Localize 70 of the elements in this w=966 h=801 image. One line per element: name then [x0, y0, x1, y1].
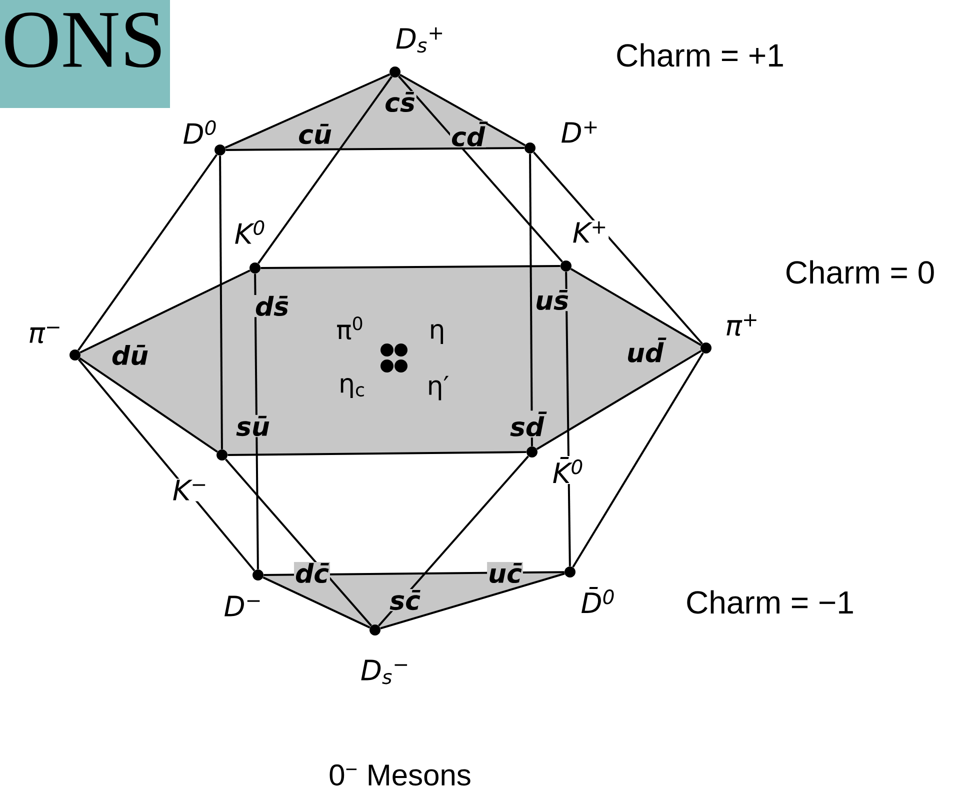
- edge-line: [570, 268, 702, 346]
- edge-line: [398, 76, 563, 262]
- edge-line: [380, 572, 565, 630]
- edge-line: [219, 156, 223, 450]
- quark-label: dc̄: [294, 562, 330, 584]
- edge-line: [260, 265, 560, 269]
- particle-label: η$_{c}$: [338, 377, 366, 399]
- vertex-dot: [250, 262, 260, 274]
- vertex-dot: [390, 66, 400, 78]
- particle-label: D$^{+}$: [560, 120, 600, 144]
- particle-label: π$^{+}$: [724, 313, 760, 337]
- edge-line: [78, 358, 256, 572]
- quark-label: us̄: [534, 288, 570, 312]
- quark-label: uc̄: [487, 562, 523, 584]
- edge-line: [80, 270, 250, 354]
- particle-label: D$_{s}$−: [359, 658, 411, 686]
- edge-line: [79, 357, 218, 453]
- particle-label: K̄$^{0}$: [551, 456, 585, 484]
- title-banner: ONS: [0, 0, 170, 108]
- vertex-dot: [700, 342, 712, 354]
- edge-line: [226, 147, 524, 151]
- edge-line: [77, 154, 218, 351]
- particle-label: η′: [426, 374, 450, 402]
- edge-line: [225, 458, 372, 626]
- quark-label: sū: [235, 414, 271, 438]
- edge-line: [258, 76, 392, 264]
- vertex-dot: [370, 624, 380, 636]
- quark-label: ud̄: [625, 336, 666, 364]
- charm-label: Charm = +1: [617, 43, 783, 67]
- particle-label: K$^{0}$: [233, 219, 267, 245]
- edge-line: [224, 73, 390, 149]
- vertex-dot: [564, 566, 576, 578]
- quark-label: sd̄: [508, 410, 547, 438]
- quark-label: sc̄: [388, 588, 422, 612]
- particle-label: K$^{−}$: [171, 478, 209, 502]
- vertex-dot: [394, 360, 408, 372]
- particle-label: π$^{−}$: [27, 326, 63, 344]
- quark-label: dū: [110, 344, 150, 366]
- vertex-dot: [526, 446, 538, 458]
- particle-label: η: [428, 323, 446, 345]
- vertex-dot: [380, 344, 394, 356]
- edge-line: [533, 152, 703, 344]
- vertex-dot: [524, 142, 536, 154]
- edge-line: [536, 350, 702, 450]
- vertex-dot: [216, 450, 228, 460]
- vertex-dot: [70, 350, 80, 360]
- particle-label: K$^{+}$: [571, 220, 609, 244]
- edge-line: [262, 576, 370, 628]
- particle-label: π$^{0}$: [335, 316, 365, 341]
- edge-line: [228, 451, 526, 456]
- charm-label: Charm = −1: [687, 590, 853, 614]
- vertex-dot: [560, 260, 572, 272]
- vertex-dot: [394, 344, 408, 356]
- quark-label: ds̄: [254, 294, 290, 318]
- vertex-dot: [252, 570, 264, 580]
- caption: 0$^{−}$ Mesons: [330, 764, 470, 786]
- vertex-dot: [380, 360, 394, 372]
- particle-label: D$_{s}$+: [394, 26, 446, 54]
- particle-label: D$^{−}$: [222, 594, 264, 618]
- quark-label: cd̄: [450, 120, 488, 148]
- particle-label: D$^{0}$: [182, 119, 218, 145]
- quark-label: cū: [297, 122, 333, 146]
- edge-line: [399, 74, 526, 146]
- edge-line: [529, 154, 533, 446]
- particle-label: D̄$^{0}$: [580, 586, 616, 614]
- edge-line: [378, 456, 529, 626]
- vertex-dot: [214, 144, 226, 156]
- edge-line: [572, 352, 704, 568]
- charm-label: Charm = 0: [786, 260, 934, 284]
- quark-label: cs̄: [384, 90, 416, 114]
